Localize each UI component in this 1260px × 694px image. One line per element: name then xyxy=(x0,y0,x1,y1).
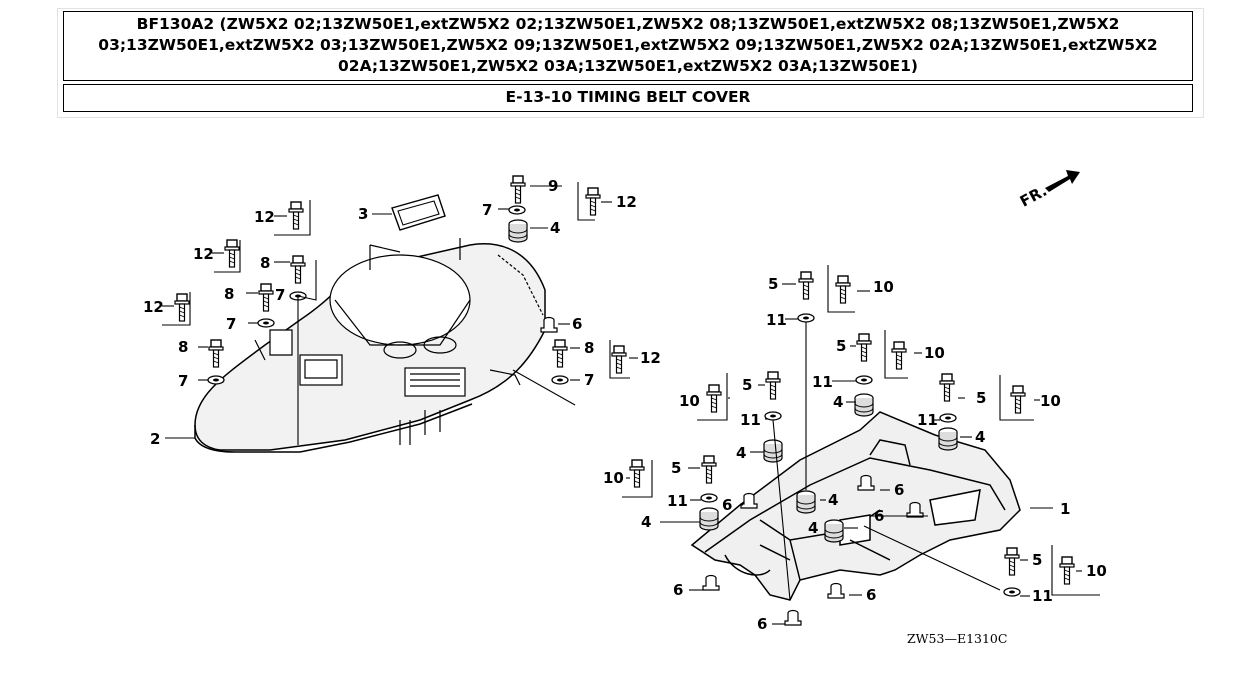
callout-3: 3 xyxy=(358,205,368,223)
callout-1: 1 xyxy=(1060,500,1070,518)
callout-labels-left: 2 3 12 12 12 8 8 8 7 7 7 7 9 4 12 6 8 12… xyxy=(143,177,661,448)
callout-10: 10 xyxy=(679,392,700,410)
callout-12: 12 xyxy=(193,245,214,263)
callout-6: 6 xyxy=(874,507,884,525)
callout-5: 5 xyxy=(836,337,846,355)
callout-4: 4 xyxy=(975,428,985,446)
callout-6: 6 xyxy=(572,315,582,333)
callout-4: 4 xyxy=(550,219,560,237)
callout-11: 11 xyxy=(917,411,938,429)
callout-4: 4 xyxy=(641,513,651,531)
callout-10: 10 xyxy=(873,278,894,296)
leader-lines-right xyxy=(622,265,1100,625)
callout-7: 7 xyxy=(178,372,188,390)
callout-12: 12 xyxy=(143,298,164,316)
callout-7: 7 xyxy=(584,371,594,389)
callout-4: 4 xyxy=(833,393,843,411)
callout-8: 8 xyxy=(260,254,270,272)
callout-12: 12 xyxy=(640,349,661,367)
front-direction-marker: FR. xyxy=(1017,170,1080,211)
callout-10: 10 xyxy=(924,344,945,362)
callout-7: 7 xyxy=(482,201,492,219)
callout-11: 11 xyxy=(667,492,688,510)
svg-text:FR.: FR. xyxy=(1017,182,1050,211)
callout-12: 12 xyxy=(616,193,637,211)
callout-5: 5 xyxy=(742,376,752,394)
callout-8: 8 xyxy=(178,338,188,356)
model-applicability-header: BF130A2 (ZW5X2 02;13ZW50E1,extZW5X2 02;1… xyxy=(63,11,1193,81)
callout-6: 6 xyxy=(866,586,876,604)
callout-5: 5 xyxy=(976,389,986,407)
callout-7: 7 xyxy=(226,315,236,333)
callout-labels-right: 1 5 10 11 5 10 11 5 10 11 4 5 10 11 4 4 … xyxy=(603,275,1107,633)
cover-top-details xyxy=(254,238,544,445)
callout-8: 8 xyxy=(584,339,594,357)
callout-10: 10 xyxy=(1040,392,1061,410)
callout-12: 12 xyxy=(254,208,275,226)
callout-9: 9 xyxy=(548,177,558,195)
header-frame xyxy=(57,8,1204,118)
callout-11: 11 xyxy=(1032,587,1053,605)
section-title: E-13-10 TIMING BELT COVER xyxy=(63,84,1193,112)
callout-6: 6 xyxy=(757,615,767,633)
callout-5: 5 xyxy=(768,275,778,293)
callout-6: 6 xyxy=(894,481,904,499)
callout-6: 6 xyxy=(722,496,732,514)
callout-11: 11 xyxy=(812,373,833,391)
callout-4: 4 xyxy=(828,491,838,509)
callout-2: 2 xyxy=(150,430,160,448)
callout-4: 4 xyxy=(808,519,818,537)
seal-gasket xyxy=(391,194,446,231)
drawing-code: ZW53—E1310C xyxy=(907,631,1007,646)
leader-lines-left xyxy=(162,182,638,445)
callout-4: 4 xyxy=(736,444,746,462)
callout-11: 11 xyxy=(766,311,787,329)
callout-8: 8 xyxy=(224,285,234,303)
callout-6: 6 xyxy=(673,581,683,599)
callout-5: 5 xyxy=(1032,551,1042,569)
callout-7: 7 xyxy=(275,286,285,304)
callout-10: 10 xyxy=(1086,562,1107,580)
callout-10: 10 xyxy=(603,469,624,487)
callout-5: 5 xyxy=(671,459,681,477)
lower-timing-belt-cover xyxy=(690,411,1021,601)
callout-11: 11 xyxy=(740,411,761,429)
